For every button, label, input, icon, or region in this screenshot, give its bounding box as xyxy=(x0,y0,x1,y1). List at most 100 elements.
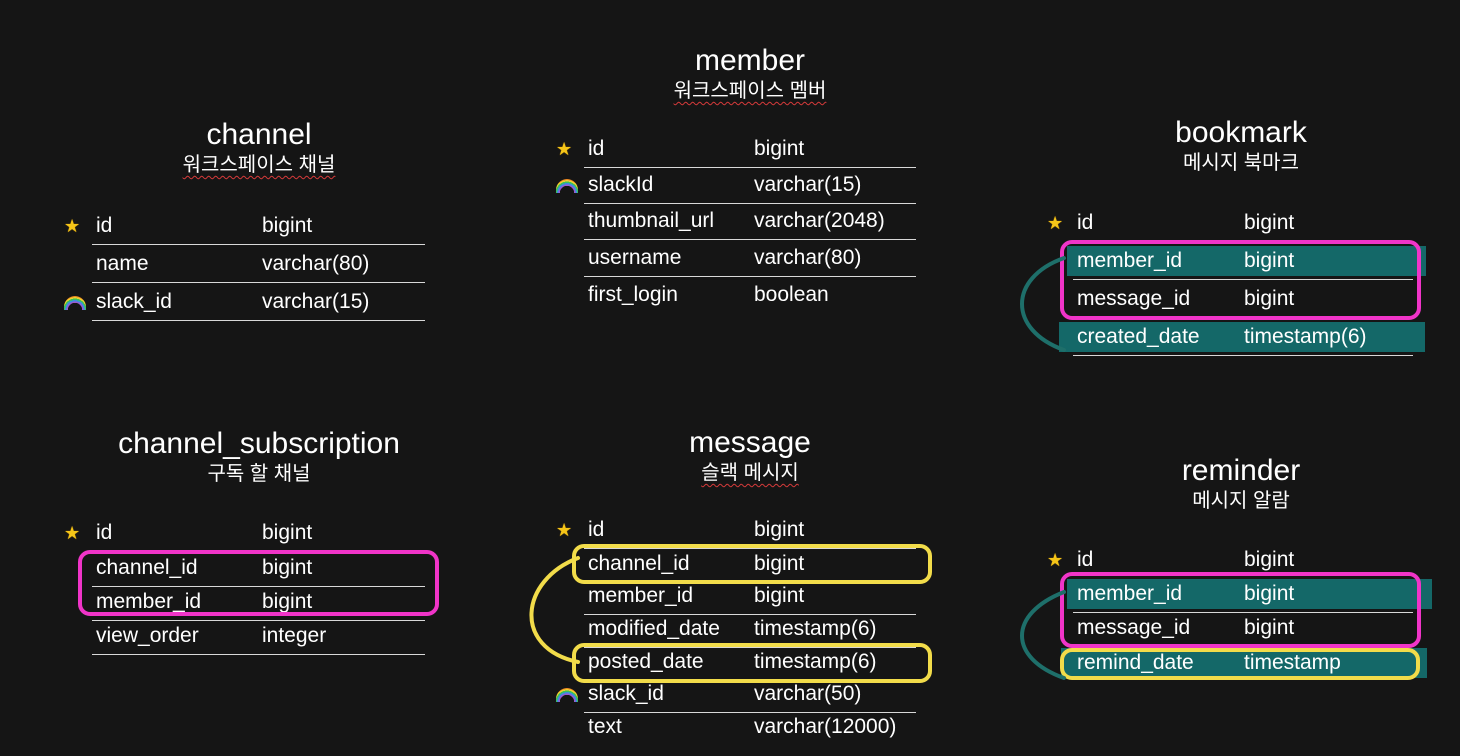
row-divider xyxy=(584,167,916,168)
column-name: text xyxy=(588,715,622,738)
column-name: member_id xyxy=(1077,582,1183,605)
column-name: slack_id xyxy=(96,290,172,313)
rainbow-icon xyxy=(556,688,578,702)
teal-connector xyxy=(1020,590,1066,680)
column-type: varchar(80) xyxy=(262,252,370,275)
row-highlight xyxy=(1059,322,1425,352)
table-subtitle: 워크스페이스 멤버 xyxy=(673,80,827,102)
table-subtitle: 워크스페이스 채널 xyxy=(182,154,336,176)
star-icon: ★ xyxy=(1047,213,1064,233)
row-divider xyxy=(584,203,916,204)
star-icon: ★ xyxy=(1047,550,1064,570)
column-type: bigint xyxy=(1244,582,1295,605)
column-type: bigint xyxy=(754,552,805,575)
column-name: first_login xyxy=(588,283,678,306)
column-type: timestamp(6) xyxy=(754,617,877,640)
row-divider xyxy=(584,712,916,713)
column-type: varchar(12000) xyxy=(754,715,897,738)
column-type: varchar(15) xyxy=(262,290,370,313)
star-icon: ★ xyxy=(64,523,81,543)
column-name: member_id xyxy=(1077,249,1183,272)
column-type: varchar(15) xyxy=(754,173,862,196)
column-name: posted_date xyxy=(588,650,704,673)
column-name: id xyxy=(96,521,113,544)
column-name: slackId xyxy=(588,173,654,196)
table-title: channel_subscription xyxy=(118,427,400,460)
yellow-connector xyxy=(529,556,580,664)
column-type: bigint xyxy=(1244,548,1295,571)
column-name: slack_id xyxy=(588,682,664,705)
column-name: id xyxy=(588,137,605,160)
table-title: message xyxy=(689,426,811,459)
column-name: message_id xyxy=(1077,616,1191,639)
column-name: channel_id xyxy=(96,556,198,579)
column-type: bigint xyxy=(262,556,313,579)
column-name: name xyxy=(96,252,149,275)
column-name: view_order xyxy=(96,624,199,647)
column-type: timestamp(6) xyxy=(1244,325,1367,348)
channel-subscription-table-header: channel_subscription 구독 할 채널 xyxy=(64,427,454,486)
column-name: id xyxy=(1077,211,1094,234)
bookmark-table-header: bookmark 메시지 북마크 xyxy=(1047,116,1435,175)
rainbow-icon xyxy=(64,296,86,310)
column-type: bigint xyxy=(262,214,313,237)
table-subtitle: 구독 할 채널 xyxy=(207,463,311,485)
teal-connector xyxy=(1020,256,1066,352)
column-type: bigint xyxy=(1244,287,1295,310)
column-type: varchar(2048) xyxy=(754,209,885,232)
column-name: modified_date xyxy=(588,617,720,640)
row-divider xyxy=(1073,355,1413,356)
column-name: id xyxy=(96,214,113,237)
column-type: bigint xyxy=(1244,616,1295,639)
column-name: thumbnail_url xyxy=(588,209,715,232)
column-type: bigint xyxy=(1244,211,1295,234)
star-icon: ★ xyxy=(556,520,573,540)
column-name: remind_date xyxy=(1077,651,1194,674)
rainbow-icon xyxy=(556,179,578,193)
column-name: member_id xyxy=(96,590,202,613)
row-divider xyxy=(92,244,425,245)
column-type: timestamp(6) xyxy=(754,650,877,673)
table-subtitle: 메시지 북마크 xyxy=(1183,152,1299,174)
column-name: channel_id xyxy=(588,552,690,575)
message-table-header: message 슬랙 메시지 xyxy=(556,426,944,485)
column-type: bigint xyxy=(262,521,313,544)
column-name: id xyxy=(588,518,605,541)
table-title: reminder xyxy=(1181,454,1301,487)
row-divider xyxy=(584,276,916,277)
column-type: bigint xyxy=(754,518,805,541)
column-type: varchar(80) xyxy=(754,246,862,269)
table-title: bookmark xyxy=(1175,116,1307,149)
column-type: bigint xyxy=(754,584,805,607)
member-table-header: member 워크스페이스 멤버 xyxy=(556,44,944,103)
column-type: bigint xyxy=(1244,249,1295,272)
column-type: timestamp xyxy=(1244,651,1341,674)
column-name: member_id xyxy=(588,584,694,607)
row-divider xyxy=(584,614,916,615)
row-divider xyxy=(92,551,425,552)
table-subtitle: 슬랙 메시지 xyxy=(701,462,799,484)
row-divider xyxy=(92,620,425,621)
row-divider xyxy=(92,654,425,655)
table-title: member xyxy=(694,44,806,77)
reminder-table-header: reminder 메시지 알람 xyxy=(1047,454,1435,513)
row-divider xyxy=(92,282,425,283)
column-type: bigint xyxy=(754,137,805,160)
star-icon: ★ xyxy=(556,139,573,159)
column-name: username xyxy=(588,246,682,269)
table-subtitle: 메시지 알람 xyxy=(1192,490,1290,512)
column-name: created_date xyxy=(1077,325,1200,348)
table-title: channel xyxy=(206,118,312,151)
row-divider xyxy=(1073,279,1413,280)
column-type: boolean xyxy=(754,283,829,306)
column-name: id xyxy=(1077,548,1094,571)
row-divider xyxy=(584,239,916,240)
star-icon: ★ xyxy=(64,216,81,236)
column-type: bigint xyxy=(262,590,313,613)
column-type: varchar(50) xyxy=(754,682,862,705)
channel-table-header: channel 워크스페이스 채널 xyxy=(64,118,454,177)
column-type: integer xyxy=(262,624,327,647)
column-name: message_id xyxy=(1077,287,1191,310)
row-divider xyxy=(92,320,425,321)
